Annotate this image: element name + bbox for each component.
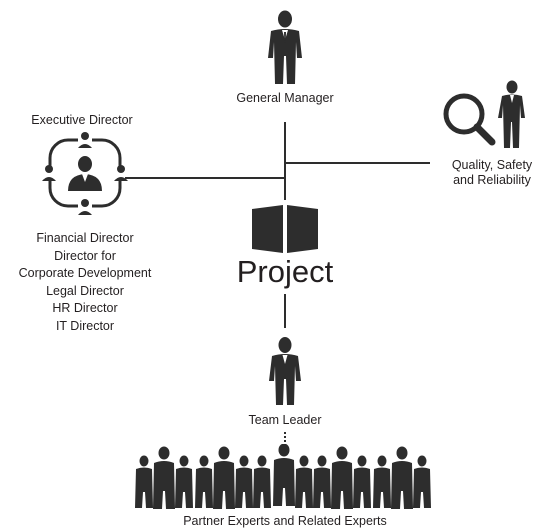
general-manager-label: General Manager — [236, 91, 334, 105]
project-title: Project — [236, 254, 334, 289]
experts-label: Partner Experts and Related Experts — [183, 514, 387, 528]
role-financial-director: Financial Director — [36, 231, 134, 245]
team-leader-label: Team Leader — [248, 413, 322, 427]
quality-label-line1: Quality, Safety — [451, 158, 533, 172]
network-people-icon — [42, 132, 128, 215]
role-legal-director: Legal Director — [46, 283, 124, 298]
role-hr-director: HR Director — [52, 301, 118, 315]
group-people-icon — [135, 444, 431, 509]
magnifier-person-icon — [443, 80, 525, 148]
open-book-icon — [252, 205, 318, 253]
general-manager-person-icon — [268, 10, 302, 84]
role-corporate-development: Corporate Development — [18, 266, 152, 280]
role-director-for: Director for — [54, 248, 116, 263]
quality-label: Quality, Safety and Reliability — [432, 158, 552, 188]
role-it-director: IT Director — [55, 318, 115, 333]
executive-director-label: Executive Director — [31, 113, 133, 127]
executive-roles-list: Financial Director Director for Corporat… — [0, 230, 170, 335]
team-leader-person-icon — [269, 337, 301, 405]
quality-label-line2: and Reliability — [453, 173, 531, 187]
